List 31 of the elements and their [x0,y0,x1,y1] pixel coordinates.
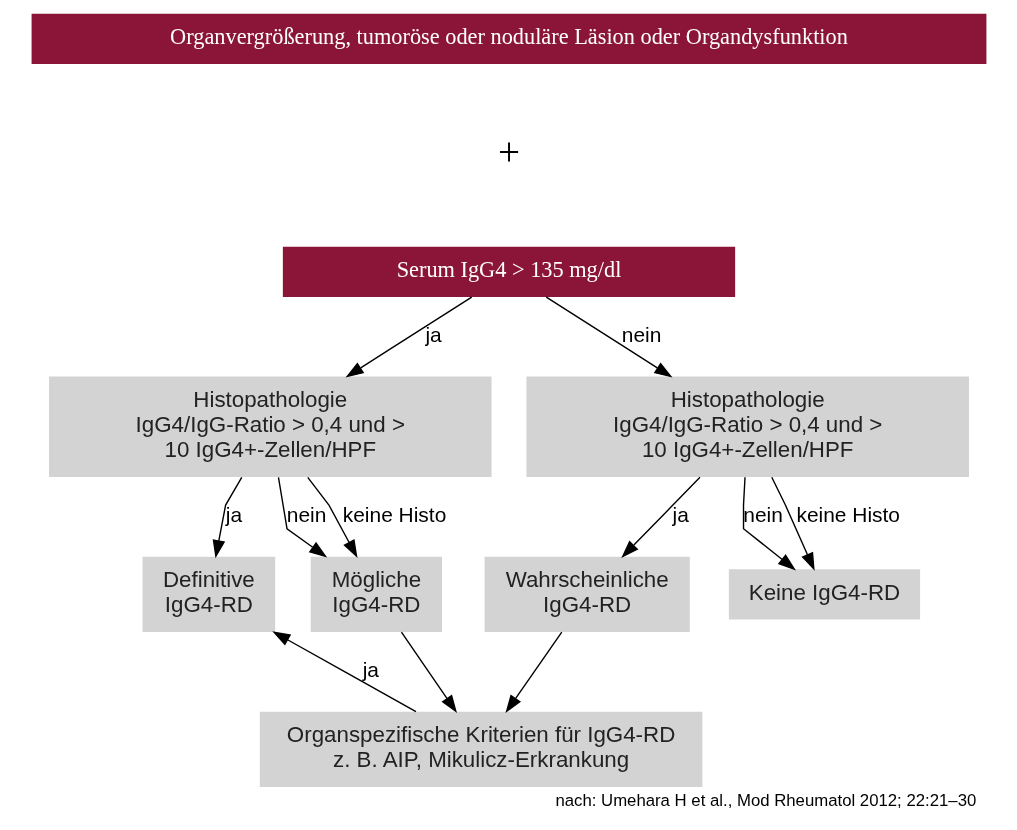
edge-label: nein [621,322,661,346]
arrow [620,476,701,558]
arrow [212,476,242,559]
node-box: Definitive IgG4-RD [142,556,275,633]
edge-label: keine Histo [342,502,446,526]
arrow [770,476,815,571]
edge-label: ja [424,322,442,346]
arrow [545,296,672,378]
node-box: Organspezifische Kriterien für IgG4-RD z. B. AIP, Mikulicz-Erkrankung [259,711,702,787]
node-box: Serum IgG4 > 135 mg/dl [282,246,735,298]
node-box: Histopathologie IgG4/IgG-Ratio > 0,4 und > 10 IgG4+-Zellen/HPF [48,376,492,478]
node-box: Organvergrößerung, tumoröse oder noduläre Läsion oder Organdysfunktion [31,13,986,64]
arrow [345,296,472,378]
edge-label: ja [672,502,689,526]
caption: nach: Umehara H et al., Mod Rheumatol 2012; 22:21–30 [554,791,976,811]
label: + [497,129,520,173]
edge-label: keine Histo [795,502,900,526]
arrow [306,476,358,559]
edge-label: ja [225,502,242,526]
arrow [277,476,327,558]
arrow [400,631,457,713]
edge-label: nein [742,502,783,526]
node-box: Keine IgG4-RD [728,569,920,620]
arrow [742,476,796,571]
edge-label: ja [362,657,379,681]
edge-label: nein [286,502,326,526]
arrow [504,631,562,713]
node-box: Histopathologie IgG4/IgG-Ratio > 0,4 und > 10 IgG4+-Zellen/HPF [525,376,969,478]
arrow [271,631,417,713]
node-box: Wahrscheinliche IgG4-RD [484,556,690,633]
node-box: Mögliche IgG4-RD [310,556,442,633]
